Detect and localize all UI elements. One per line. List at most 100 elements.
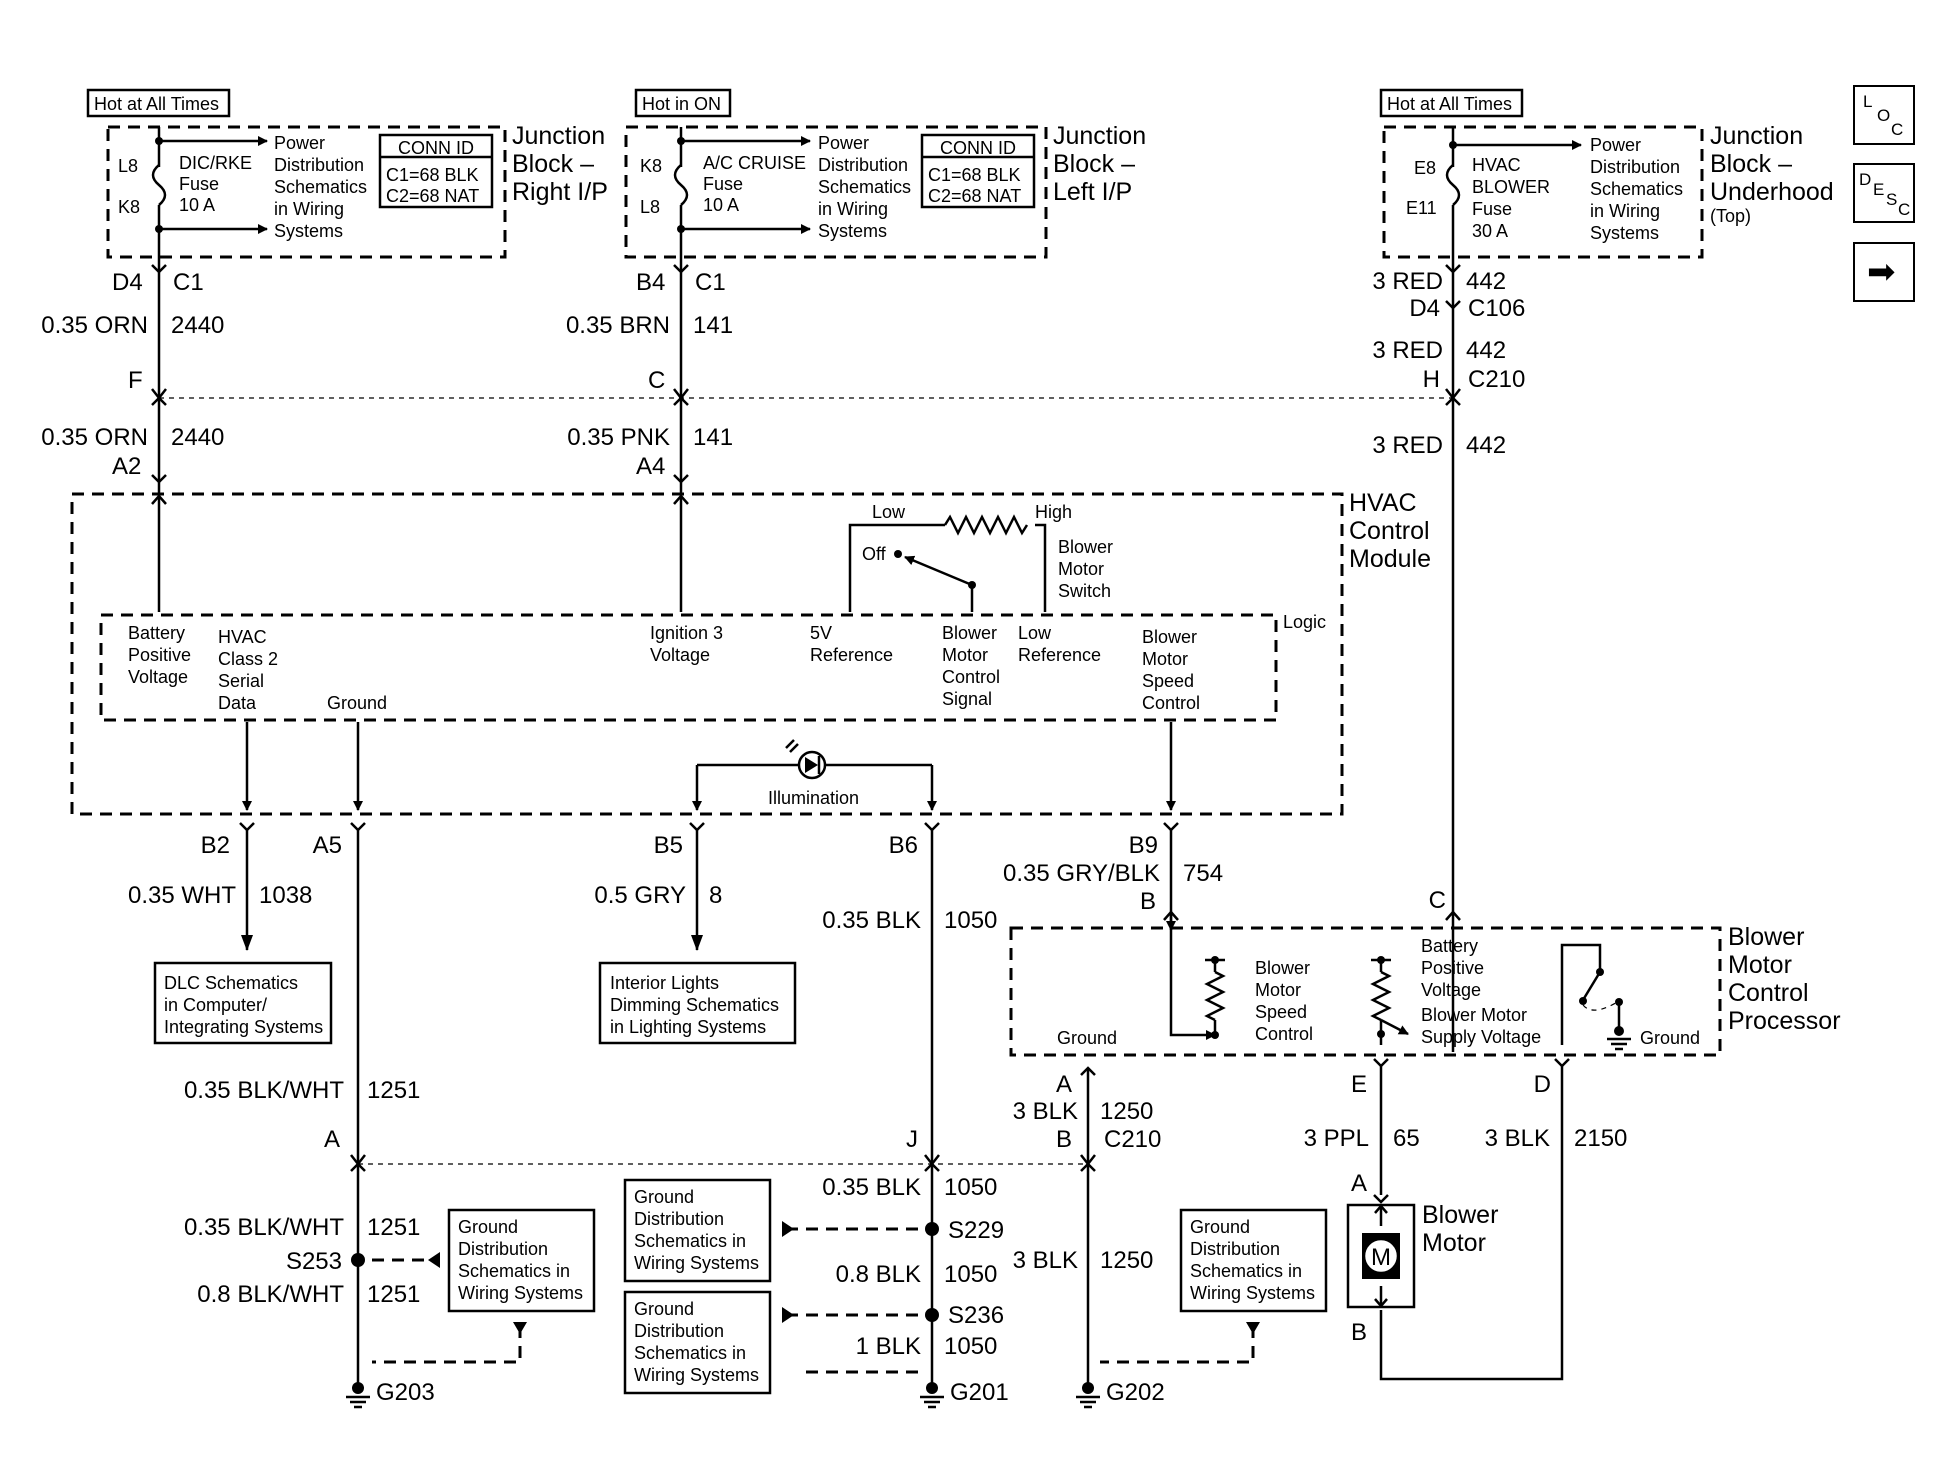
wire-labels-141: B4 C1 0.35 BRN 141 C 0.35 PNK 141 A4: [566, 269, 733, 480]
svg-text:A: A: [324, 1126, 340, 1153]
svg-text:442: 442: [1466, 432, 1506, 459]
svg-text:Low: Low: [872, 502, 906, 522]
svg-text:B5: B5: [654, 832, 683, 859]
svg-text:3 BLK: 3 BLK: [1485, 1125, 1550, 1152]
svg-text:in Wiring: in Wiring: [274, 199, 344, 219]
svg-text:E: E: [1351, 1071, 1367, 1098]
svg-text:D4: D4: [112, 269, 143, 296]
svg-text:Systems: Systems: [274, 221, 343, 241]
svg-text:C: C: [648, 367, 665, 394]
svg-text:G202: G202: [1106, 1379, 1165, 1406]
svg-text:Motor: Motor: [942, 645, 988, 665]
svg-text:A5: A5: [313, 832, 342, 859]
fuse-icon: [673, 164, 689, 206]
svg-text:A4: A4: [636, 453, 665, 480]
svg-text:A/C CRUISE: A/C CRUISE: [703, 153, 806, 173]
svg-text:Wiring Systems: Wiring Systems: [634, 1253, 759, 1273]
svg-text:10 A: 10 A: [703, 195, 739, 215]
svg-text:Fuse: Fuse: [1472, 199, 1512, 219]
svg-text:Schematics in: Schematics in: [634, 1231, 746, 1251]
svg-text:A: A: [1351, 1170, 1367, 1197]
svg-text:Control: Control: [1255, 1024, 1313, 1044]
splice-s229: [925, 1222, 939, 1236]
svg-text:Blower: Blower: [1422, 1201, 1498, 1229]
svg-text:Ground: Ground: [458, 1217, 518, 1237]
illumination-led: Illumination: [692, 739, 937, 811]
svg-text:E11: E11: [1406, 198, 1437, 218]
loc-button[interactable]: L O C: [1853, 85, 1915, 145]
svg-text:K8: K8: [118, 197, 140, 217]
splice-s253: [351, 1253, 365, 1267]
svg-text:Ground: Ground: [1190, 1217, 1250, 1237]
svg-text:Distribution: Distribution: [634, 1209, 724, 1229]
svg-text:Control: Control: [942, 667, 1000, 687]
svg-text:Interior Lights: Interior Lights: [610, 973, 719, 993]
hot-at-all-times-label-left: Hot at All Times: [86, 88, 231, 118]
ground-g201-icon: G201: [920, 1379, 1009, 1409]
svg-text:HVAC: HVAC: [218, 627, 267, 647]
svg-text:Logic: Logic: [1283, 612, 1326, 632]
svg-text:Supply Voltage: Supply Voltage: [1421, 1027, 1541, 1047]
lower-wire-labels-2: 0.35 BLK/WHT 1251 A J 0.35 BLK 1050 0.35…: [184, 1077, 1004, 1360]
svg-text:Distribution: Distribution: [1190, 1239, 1280, 1259]
svg-text:Power: Power: [818, 133, 869, 153]
svg-text:Motor: Motor: [1058, 559, 1104, 579]
svg-text:Positive: Positive: [1421, 958, 1484, 978]
svg-text:Ground: Ground: [1640, 1028, 1700, 1048]
blower-motor: M Blower Motor: [1346, 1194, 1498, 1309]
fuse-icon: [151, 164, 167, 206]
svg-text:Distribution: Distribution: [818, 155, 908, 175]
svg-text:Left I/P: Left I/P: [1053, 178, 1132, 206]
svg-text:CONN ID: CONN ID: [940, 138, 1016, 158]
svg-text:Switch: Switch: [1058, 581, 1111, 601]
desc-button[interactable]: D E S C: [1853, 163, 1915, 223]
svg-text:0.35 BLK/WHT: 0.35 BLK/WHT: [184, 1214, 344, 1241]
svg-text:0.35 BRN: 0.35 BRN: [566, 312, 670, 339]
svg-text:(Top): (Top): [1710, 206, 1751, 226]
svg-text:Block –: Block –: [512, 150, 594, 178]
resistor-icon: [1204, 970, 1226, 1022]
svg-text:Processor: Processor: [1728, 1007, 1841, 1035]
hvac-control-module: HVAC Control Module Logic Battery Positi…: [70, 489, 1431, 816]
svg-text:Motor: Motor: [1728, 951, 1792, 979]
interior-lights-box: Interior Lights Dimming Schematics in Li…: [598, 961, 797, 1045]
svg-text:Fuse: Fuse: [179, 174, 219, 194]
svg-text:Blower Motor: Blower Motor: [1421, 1005, 1527, 1025]
svg-text:0.35 BLK/WHT: 0.35 BLK/WHT: [184, 1077, 344, 1104]
svg-text:1038: 1038: [259, 882, 312, 909]
ground-distribution-box-2: Ground Distribution Schematics in Wiring…: [623, 1178, 772, 1283]
svg-text:0.35 GRY/BLK: 0.35 GRY/BLK: [1003, 860, 1160, 887]
svg-text:1 BLK: 1 BLK: [856, 1333, 921, 1360]
svg-text:Control: Control: [1728, 979, 1809, 1007]
svg-text:C2=68 NAT: C2=68 NAT: [928, 186, 1021, 206]
ground-g202-icon: G202: [1076, 1379, 1165, 1409]
svg-text:High: High: [1035, 502, 1072, 522]
svg-text:Speed: Speed: [1142, 671, 1194, 691]
svg-text:Blower: Blower: [1255, 958, 1310, 978]
wire-labels-2440: D4 C1 0.35 ORN 2440 F 0.35 ORN 2440 A2: [41, 269, 224, 480]
svg-text:A2: A2: [112, 453, 141, 480]
svg-text:3 RED: 3 RED: [1372, 268, 1443, 295]
junction-block-left-ip: K8 L8 A/C CRUISE Fuse 10 A Power Distrib…: [624, 122, 1146, 274]
svg-text:1050: 1050: [944, 1333, 997, 1360]
svg-text:S229: S229: [948, 1217, 1004, 1244]
svg-text:30 A: 30 A: [1472, 221, 1508, 241]
svg-text:J: J: [906, 1126, 918, 1153]
svg-text:HVAC: HVAC: [1349, 489, 1417, 517]
svg-text:1050: 1050: [944, 1174, 997, 1201]
svg-text:DIC/RKE: DIC/RKE: [179, 153, 252, 173]
svg-text:0.35 ORN: 0.35 ORN: [41, 424, 148, 451]
next-arrow-button[interactable]: ➡: [1853, 242, 1915, 302]
junction-block-right-ip: L8 K8 DIC/RKE Fuse 10 A Power Distributi…: [106, 122, 608, 274]
motor-icon: [1362, 1237, 1400, 1275]
svg-text:Reference: Reference: [1018, 645, 1101, 665]
svg-text:C: C: [1429, 887, 1446, 914]
svg-text:G201: G201: [950, 1379, 1009, 1406]
svg-text:Ground: Ground: [1057, 1028, 1117, 1048]
svg-text:Dimming Schematics: Dimming Schematics: [610, 995, 779, 1015]
svg-text:Junction: Junction: [1710, 122, 1803, 150]
svg-text:in Computer/: in Computer/: [164, 995, 267, 1015]
svg-text:L8: L8: [118, 156, 138, 176]
svg-text:10 A: 10 A: [179, 195, 215, 215]
svg-text:Systems: Systems: [818, 221, 887, 241]
